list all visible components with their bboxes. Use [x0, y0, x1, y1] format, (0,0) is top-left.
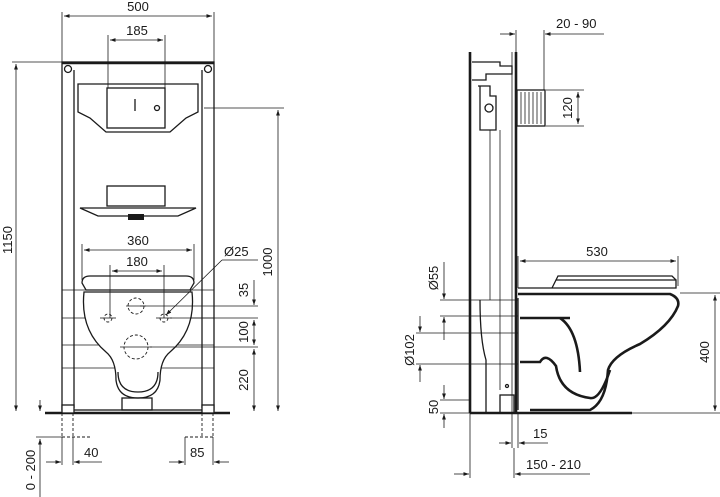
dim-flush-plate-width: 185: [126, 23, 148, 38]
cistern: [77, 83, 199, 133]
dim-frame-depth: 150 - 210: [526, 457, 581, 472]
front-view: 500 185 1150 1000 360 180 Ø25: [0, 0, 284, 497]
dim-depth-adjust: 20 - 90: [556, 16, 596, 31]
dim-connection-height: 120: [560, 97, 575, 119]
wc-bowl: [82, 291, 194, 399]
dim-height-to-flush: 1000: [260, 248, 275, 277]
frame-hole-icon: [63, 64, 73, 74]
dim-floor-gap: 50: [426, 400, 441, 414]
dim-rim-height: 400: [697, 341, 712, 363]
dim-pan-projection: 530: [586, 244, 608, 259]
wc-seat: [81, 275, 195, 291]
dim-bolt-diameter: Ø25: [224, 244, 249, 259]
frame-hole-icon: [203, 64, 213, 74]
dim-outlet-diameter: Ø102: [402, 334, 417, 366]
water-connection: [516, 89, 546, 127]
dim-outlet-offset: 100: [236, 321, 251, 343]
side-view: 20 - 90 120 530 400 Ø55 Ø102 50: [402, 16, 720, 478]
dim-bolt-spacing: 180: [126, 254, 148, 269]
wc-seat-side: [518, 279, 677, 289]
dim-frame-width: 500: [127, 0, 149, 14]
dim-outlet-height: 220: [236, 369, 251, 391]
dim-wall-gap: 15: [533, 426, 547, 441]
dim-frame-height: 1150: [0, 226, 15, 254]
dim-foot-adjust: 0 - 200: [23, 450, 38, 490]
wc-pan: [518, 292, 680, 412]
dim-bolt-offset: 35: [236, 283, 251, 297]
dim-foot-left: 40: [84, 445, 98, 460]
dim-foot-right: 85: [190, 445, 204, 460]
dim-fixing-width: 360: [127, 233, 149, 248]
dim-inlet-diameter: Ø55: [426, 266, 441, 291]
valve-icon: [484, 103, 494, 113]
flush-plate: [106, 87, 166, 129]
